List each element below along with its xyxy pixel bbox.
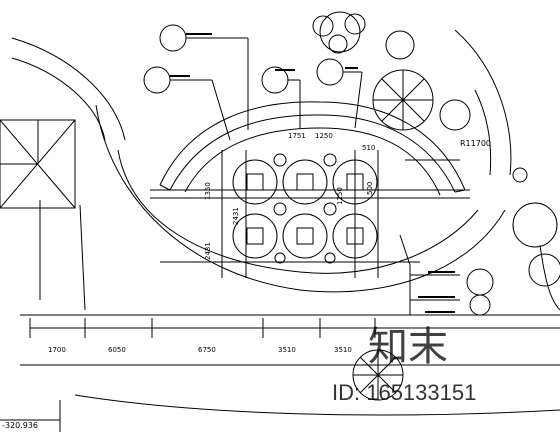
dim-right-mid: 500: [366, 182, 374, 195]
radius-label: R11700: [460, 139, 491, 148]
elevation-label: -320.936: [2, 421, 38, 430]
watermark-id: ID: 165133151: [332, 380, 476, 405]
label-stubs: [170, 33, 455, 313]
dim-top-left: 1751: [288, 132, 306, 140]
watermark: 知末 ID: 165133151: [332, 325, 476, 405]
dim-left-mid: 2431: [232, 207, 240, 225]
watermark-logo: 知末: [368, 325, 448, 369]
planter-circles: [232, 153, 378, 264]
plaza-grid: [150, 150, 470, 278]
dim-label-3: 6750: [198, 346, 216, 354]
dim-label-5: 3510: [334, 346, 352, 354]
bottom-dimension-line: [29, 318, 560, 338]
elevation-marker: -320.936: [0, 400, 61, 432]
dim-top-mid: 1250: [315, 132, 333, 140]
dim-left-upper: 1350: [204, 182, 212, 200]
pavilion-building: [0, 119, 76, 209]
dim-label-4: 3510: [278, 346, 296, 354]
leader-callouts: [143, 24, 494, 316]
dim-label-1: 1700: [48, 346, 66, 354]
dim-left-lower: 2431: [204, 242, 212, 260]
dim-right-lower: 1250: [336, 187, 344, 205]
bottom-dim-labels: 1700 6050 6750 3510 3510: [48, 346, 352, 354]
dim-label-2: 6050: [108, 346, 126, 354]
trees: [312, 11, 560, 401]
dim-right-upper: 510: [362, 144, 375, 152]
plan-dim-labels: 1751 1250 510 500 1250 1350 2431 2431: [204, 132, 375, 260]
